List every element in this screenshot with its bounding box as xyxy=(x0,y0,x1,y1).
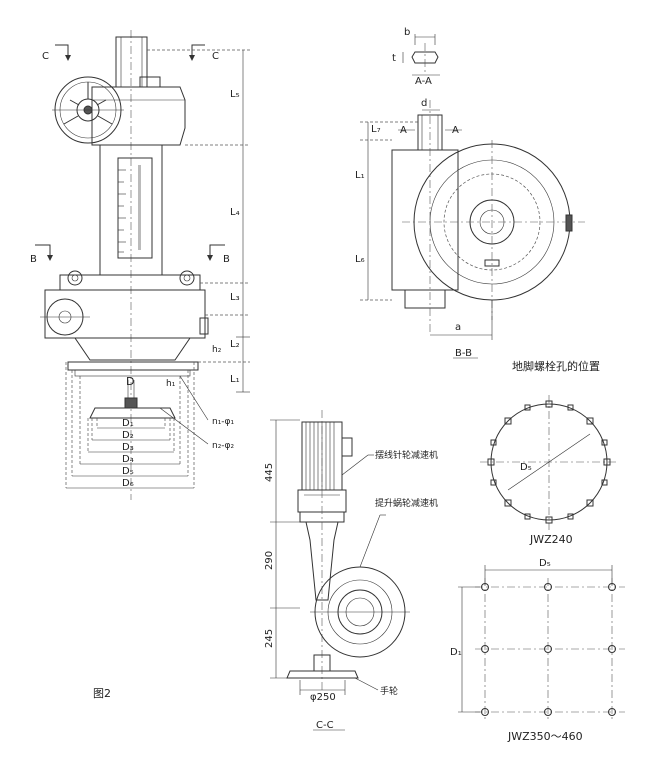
bb-housing xyxy=(391,149,459,291)
jwz240-label: JWZ240 xyxy=(529,533,573,546)
dim-l2: L₂ xyxy=(230,339,240,350)
dia-label-d5: D₅ xyxy=(122,466,134,477)
section-c-marker-left: C xyxy=(42,44,71,62)
right-dimension-chain xyxy=(147,49,250,393)
cc-dim-445: 445 xyxy=(264,463,275,482)
section-c-marker-right: C xyxy=(189,44,219,62)
bb-dim-a: a xyxy=(455,322,461,333)
dia-label-d2: D₂ xyxy=(122,430,134,441)
scale-ticks xyxy=(118,165,141,253)
h2-label: h₂ xyxy=(212,345,222,355)
top-shaft xyxy=(115,36,148,88)
cc-callout-worm: 提升蜗轮减速机 xyxy=(375,497,438,509)
dim-l4: L₄ xyxy=(230,207,240,218)
hole-label-1: n₁-φ₁ xyxy=(212,417,234,427)
dia-label-d: D xyxy=(126,375,134,388)
bb-cut-label-right: A xyxy=(452,125,459,136)
bb-dim-l7: L₇ xyxy=(371,124,381,135)
bb-dim-l6: L₆ xyxy=(355,254,365,265)
section-b-label-left: B xyxy=(30,254,37,265)
jwz350-dim-left: D₁ xyxy=(450,647,462,658)
bb-label: B-B xyxy=(455,348,472,359)
lower-gearbox-housing xyxy=(44,289,206,339)
dim-l3: L₃ xyxy=(230,292,240,303)
bb-dim-l1: L₁ xyxy=(355,170,365,181)
figure-label: 图2 xyxy=(93,687,111,700)
dia-label-d6: D₆ xyxy=(122,478,134,489)
section-b-label-right: B xyxy=(223,254,230,265)
diameter-dimensions xyxy=(65,362,195,489)
jwz350-dim-top: D₅ xyxy=(539,558,551,569)
cc-diameter: φ250 xyxy=(310,692,336,703)
cone-section xyxy=(74,337,191,361)
aa-dim-b: b xyxy=(404,27,410,38)
cc-callout-handwheel: 手轮 xyxy=(380,685,398,697)
main-view: C C xyxy=(30,30,250,500)
dia-label-d3: D₃ xyxy=(122,442,134,453)
section-c-label-left: C xyxy=(42,51,49,62)
cc-dim-245: 245 xyxy=(264,629,275,648)
section-c-label-right: C xyxy=(212,51,219,62)
h1-label: h₁ xyxy=(166,379,176,389)
section-c-c: 445 290 245 φ250 xyxy=(264,410,438,731)
jwz240-bolt-holes xyxy=(487,400,611,524)
dia-label-d1: D₁ xyxy=(122,418,134,429)
aa-dim-t: t xyxy=(392,53,396,64)
bb-dim-d: d xyxy=(421,98,427,109)
dia-label-d4: D₄ xyxy=(122,454,134,465)
cc-handwheel xyxy=(286,670,359,679)
upper-gearbox-housing xyxy=(91,86,186,146)
section-a-a: b t A-A xyxy=(392,27,440,87)
aa-label: A-A xyxy=(415,76,432,87)
cc-callout-cycloid: 摆线针轮减速机 xyxy=(375,449,438,461)
handwheel xyxy=(52,76,124,144)
section-b-b: d A A L₇ L₁ L₆ a B-B xyxy=(355,98,585,359)
section-b-marker-left: B xyxy=(30,244,53,265)
lifting-lugs xyxy=(67,270,195,286)
dim-l5: L₅ xyxy=(230,89,240,100)
cc-label: C-C xyxy=(316,720,334,731)
aa-key-profile xyxy=(411,51,439,64)
jwz240-pattern: D₅ JWZ240 xyxy=(480,395,618,546)
jwz350-bolt-holes xyxy=(481,583,616,716)
base-plate xyxy=(67,361,199,371)
jwz240-dim: D₅ xyxy=(520,462,532,473)
cc-dim-290: 290 xyxy=(264,551,275,570)
lower-foot xyxy=(89,407,176,419)
bb-cut-label-left: A xyxy=(400,125,407,136)
scale-window xyxy=(117,157,153,259)
jwz350-label: JWZ350～460 xyxy=(507,730,583,743)
jwz350-pattern: D₅ D₁ JWZ350～460 xyxy=(450,558,625,743)
bolt-position-title: 地脚螺栓孔的位置 xyxy=(512,359,600,373)
cc-column xyxy=(305,521,339,601)
section-b-marker-right: B xyxy=(207,244,230,265)
dim-l1: L₁ xyxy=(230,374,240,385)
hole-label-2: n₂-φ₂ xyxy=(212,441,234,451)
